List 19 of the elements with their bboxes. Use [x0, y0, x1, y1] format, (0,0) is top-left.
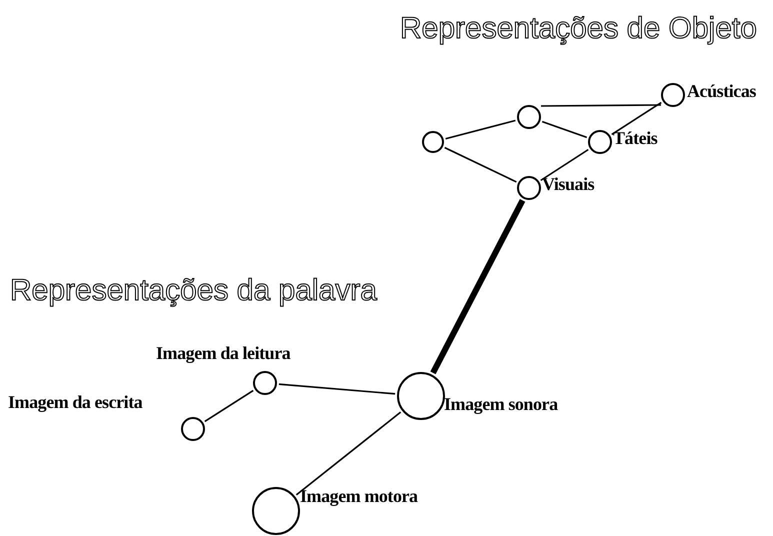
connector-line	[430, 199, 526, 374]
connector-line	[541, 104, 661, 107]
connector-line	[445, 120, 516, 140]
node-label: Imagem da leitura	[156, 344, 290, 362]
connector-line	[444, 146, 517, 183]
group-title: Representações de Objeto	[400, 14, 757, 44]
connector-line	[540, 148, 589, 182]
connector-line	[204, 390, 254, 422]
connector-line	[611, 102, 662, 136]
connector-line	[542, 120, 588, 138]
node-label: Táteis	[613, 129, 658, 147]
connector-line	[278, 383, 396, 395]
group-title: Representações da palavra	[10, 276, 377, 306]
connector-line	[296, 412, 402, 496]
node-label: Imagem da escrita	[8, 393, 142, 411]
node-label: Acústicas	[687, 82, 756, 100]
node-label: Imagem sonora	[444, 395, 558, 413]
node-label: Imagem motora	[300, 487, 418, 505]
node-label: Visuais	[542, 175, 594, 193]
